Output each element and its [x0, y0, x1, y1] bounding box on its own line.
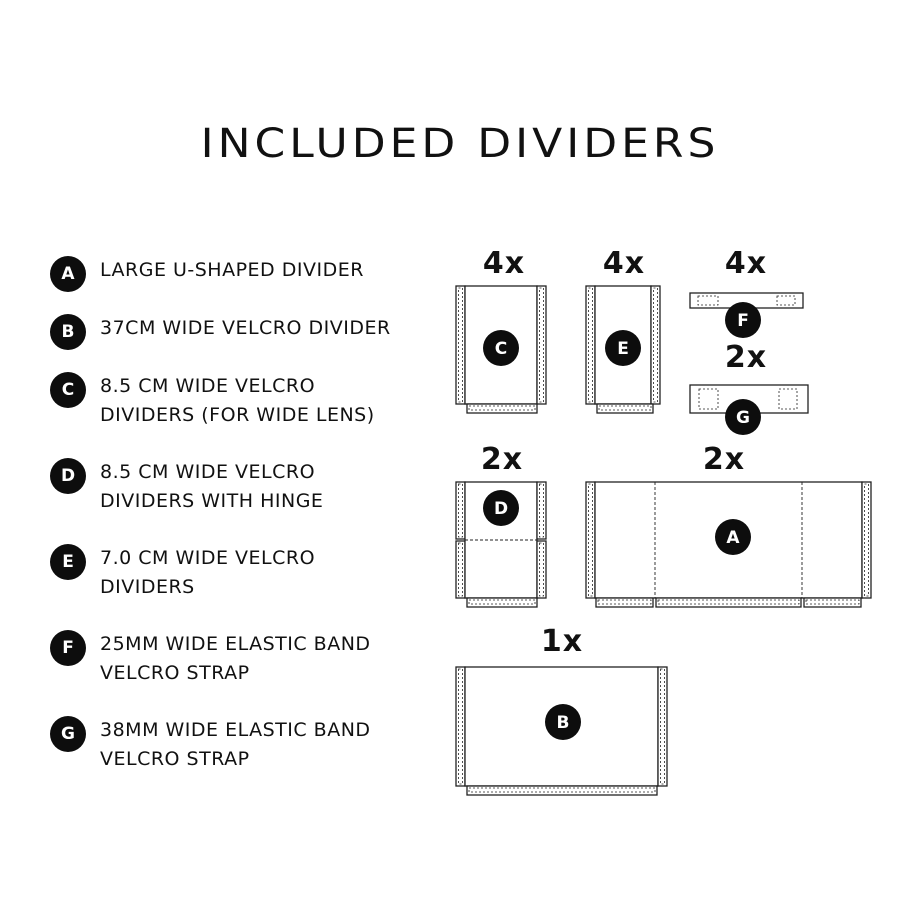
marker-a-label: A	[726, 528, 740, 548]
legend-line: DIVIDERS	[100, 576, 195, 598]
marker-d: D	[483, 490, 519, 526]
quantity-f: 4x	[724, 246, 768, 281]
legend-text-e: 7.0 CM WIDE VELCRO DIVIDERS	[100, 544, 440, 602]
badge-a: A	[50, 256, 86, 292]
legend-line: 25MM WIDE ELASTIC BAND	[100, 633, 371, 655]
legend-line: LARGE U-SHAPED DIVIDER	[100, 259, 364, 281]
quantity-g: 2x	[724, 340, 768, 375]
quantity-c: 4x	[482, 246, 526, 281]
marker-e: E	[605, 330, 641, 366]
legend-line: 8.5 CM WIDE VELCRO	[100, 461, 316, 483]
marker-f: F	[725, 302, 761, 338]
legend-text-b: 37CM WIDE VELCRO DIVIDER	[100, 314, 440, 343]
quantity-b: 1x	[540, 624, 584, 659]
marker-b-label: B	[557, 713, 570, 733]
marker-e-label: E	[617, 339, 629, 359]
legend-line: VELCRO STRAP	[100, 748, 250, 770]
marker-g-label: G	[736, 408, 750, 428]
legend-text-a: LARGE U-SHAPED DIVIDER	[100, 256, 440, 285]
marker-a: A	[715, 519, 751, 555]
badge-d: D	[50, 458, 86, 494]
marker-c-label: C	[495, 339, 507, 359]
marker-g: G	[725, 399, 761, 435]
legend-line: 38MM WIDE ELASTIC BAND	[100, 719, 371, 741]
legend-line: DIVIDERS (FOR WIDE LENS)	[100, 404, 375, 426]
marker-f-label: F	[737, 311, 749, 331]
legend-line: DIVIDERS WITH HINGE	[100, 490, 324, 512]
page-title: INCLUDED DIVIDERS	[200, 120, 720, 167]
legend-text-f: 25MM WIDE ELASTIC BAND VELCRO STRAP	[100, 630, 440, 688]
badge-g: G	[50, 716, 86, 752]
badge-b: B	[50, 314, 86, 350]
badge-c: C	[50, 372, 86, 408]
quantity-d: 2x	[480, 442, 524, 477]
badge-f: F	[50, 630, 86, 666]
strap-f-drawing	[689, 292, 804, 309]
marker-c: C	[483, 330, 519, 366]
legend-line: VELCRO STRAP	[100, 662, 250, 684]
legend-text-d: 8.5 CM WIDE VELCRO DIVIDERS WITH HINGE	[100, 458, 440, 516]
marker-d-label: D	[494, 499, 508, 519]
legend-line: 7.0 CM WIDE VELCRO	[100, 547, 316, 569]
quantity-e: 4x	[602, 246, 646, 281]
legend-line: 37CM WIDE VELCRO DIVIDER	[100, 317, 391, 339]
marker-b: B	[545, 704, 581, 740]
badge-e: E	[50, 544, 86, 580]
legend-line: 8.5 CM WIDE VELCRO	[100, 375, 316, 397]
legend-text-c: 8.5 CM WIDE VELCRO DIVIDERS (FOR WIDE LE…	[100, 372, 440, 430]
quantity-a: 2x	[702, 442, 746, 477]
legend-text-g: 38MM WIDE ELASTIC BAND VELCRO STRAP	[100, 716, 440, 774]
